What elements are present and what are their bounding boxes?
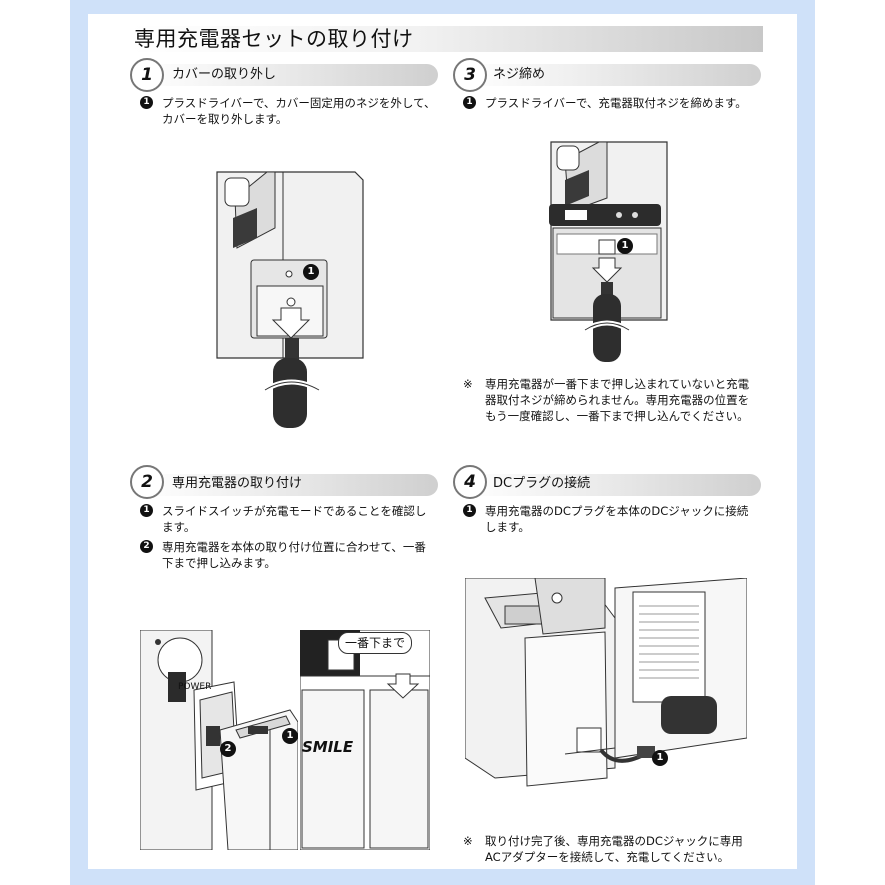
callout-1-badge: 1 <box>617 238 633 254</box>
step-2-title: 専用充電器の取り付け <box>172 476 303 491</box>
smile-logo: SMILE <box>302 738 354 756</box>
step-3-instruction-text: プラスドライバーで、充電器取付ネジを締めます。 <box>485 96 747 110</box>
step-3-instruction: 1 プラスドライバーで、充電器取付ネジを締めます。 <box>463 95 763 115</box>
step-4-header-bar <box>463 474 761 496</box>
step-3-header-bar <box>463 64 761 86</box>
step-2-header-bar <box>140 474 438 496</box>
step-2-instruction-2: 2 専用充電器を本体の取り付け位置に合わせて、一番下まで押し込みます。 <box>140 539 440 573</box>
charger-attach-illustration <box>140 630 298 850</box>
step-3-note-text: 専用充電器が一番下まで押し込まれていないと充電器取付ネジが締められません。専用充… <box>485 377 750 423</box>
step-2-instruction-2-text: 専用充電器を本体の取り付け位置に合わせて、一番下まで押し込みます。 <box>162 540 426 570</box>
step-3-number: 3 <box>453 58 487 92</box>
page-title: 専用充電器セットの取り付け <box>134 27 414 51</box>
bullet-2-icon: 2 <box>140 540 153 553</box>
step-3-title: ネジ締め <box>493 67 546 82</box>
step-4-note-text: 取り付け完了後、専用充電器のDCジャックに専用ACアダプターを接続して、充電して… <box>485 834 743 864</box>
step-3-note: ※ 専用充電器が一番下まで押し込まれていないと充電器取付ネジが締められません。専… <box>463 376 763 446</box>
step-4-title: DCプラグの接続 <box>493 476 591 491</box>
bullet-1-icon: 1 <box>463 504 476 517</box>
bullet-1-icon: 1 <box>140 96 153 109</box>
note-mark: ※ <box>463 834 473 848</box>
power-label: POWER <box>178 682 212 692</box>
step-1-instruction: 1 プラスドライバーで、カバー固定用のネジを外して、カバーを取り外します。 <box>140 95 440 131</box>
step-4-note: ※ 取り付け完了後、専用充電器のDCジャックに専用ACアダプターを接続して、充電… <box>463 833 763 867</box>
step-4-instruction-text: 専用充電器のDCプラグを本体のDCジャックに接続します。 <box>485 504 749 534</box>
step-2-instruction-1-text: スライドスイッチが充電モードであることを確認します。 <box>162 504 427 534</box>
step-1-header-bar <box>140 64 438 86</box>
callout-1-badge: 1 <box>303 264 319 280</box>
step-1-instruction-text: プラスドライバーで、カバー固定用のネジを外して、カバーを取り外します。 <box>162 96 436 126</box>
step-4-number: 4 <box>453 465 487 499</box>
callout-1-badge: 1 <box>652 750 668 766</box>
cover-removal-illustration <box>216 171 364 428</box>
callout-1-badge: 1 <box>282 728 298 744</box>
title-bar <box>130 26 763 52</box>
callout-2-badge: 2 <box>220 741 236 757</box>
dc-plug-illustration <box>465 578 747 822</box>
bullet-1-icon: 1 <box>140 504 153 517</box>
step-2-instruction-1: 1 スライドスイッチが充電モードであることを確認します。 <box>140 503 440 537</box>
note-mark: ※ <box>463 377 473 391</box>
bullet-1-icon: 1 <box>463 96 476 109</box>
step-4-instruction: 1 専用充電器のDCプラグを本体のDCジャックに接続します。 <box>463 503 763 537</box>
step-1-number: 1 <box>130 58 164 92</box>
push-down-callout: 一番下まで <box>338 632 413 654</box>
step-1-title: カバーの取り外し <box>172 67 277 82</box>
screw-fastening-illustration <box>549 141 668 362</box>
step-2-number: 2 <box>130 465 164 499</box>
